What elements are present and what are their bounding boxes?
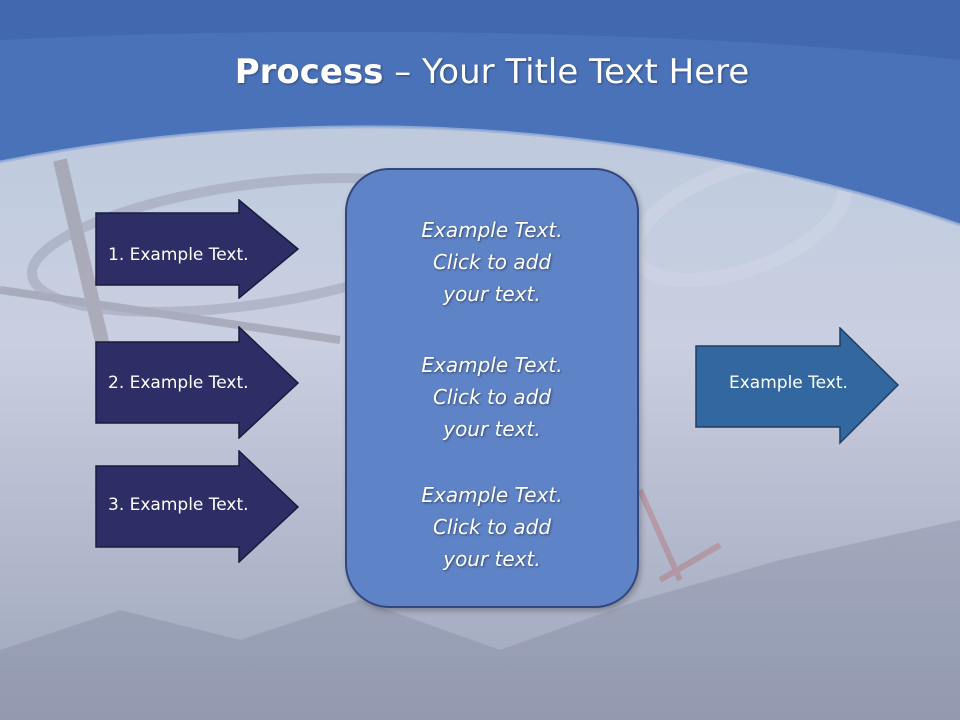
block-line: Example Text.: [421, 218, 563, 242]
arrow-shape: [95, 199, 300, 299]
block-line: your text.: [443, 547, 541, 571]
output-arrow[interactable]: Example Text.: [695, 327, 900, 445]
process-text-block-1[interactable]: Example Text. Click to add your text.: [347, 214, 637, 310]
block-line: Example Text.: [421, 353, 563, 377]
input-arrow-1[interactable]: 1. Example Text.: [95, 199, 300, 299]
slide-title: Process – Your Title Text Here: [0, 52, 960, 92]
input-arrow-3-label: 3. Example Text.: [108, 495, 249, 515]
block-line: Click to add: [432, 515, 552, 539]
title-rest: – Your Title Text Here: [383, 52, 750, 92]
block-line: your text.: [443, 282, 541, 306]
process-box[interactable]: Example Text. Click to add your text. Ex…: [345, 168, 639, 608]
arrow-shape: [95, 450, 300, 563]
input-arrow-2[interactable]: 2. Example Text.: [95, 326, 300, 439]
arrow-shape: [695, 327, 900, 445]
output-arrow-label: Example Text.: [729, 373, 848, 393]
process-text-block-2[interactable]: Example Text. Click to add your text.: [347, 349, 637, 445]
block-line: Click to add: [432, 250, 552, 274]
arrow-shape: [95, 326, 300, 439]
block-line: your text.: [443, 417, 541, 441]
process-text-block-3[interactable]: Example Text. Click to add your text.: [347, 479, 637, 575]
input-arrow-3[interactable]: 3. Example Text.: [95, 450, 300, 563]
input-arrow-2-label: 2. Example Text.: [108, 373, 249, 393]
input-arrow-1-label: 1. Example Text.: [108, 245, 249, 265]
block-line: Click to add: [432, 385, 552, 409]
title-bold: Process: [234, 52, 384, 92]
block-line: Example Text.: [421, 483, 563, 507]
